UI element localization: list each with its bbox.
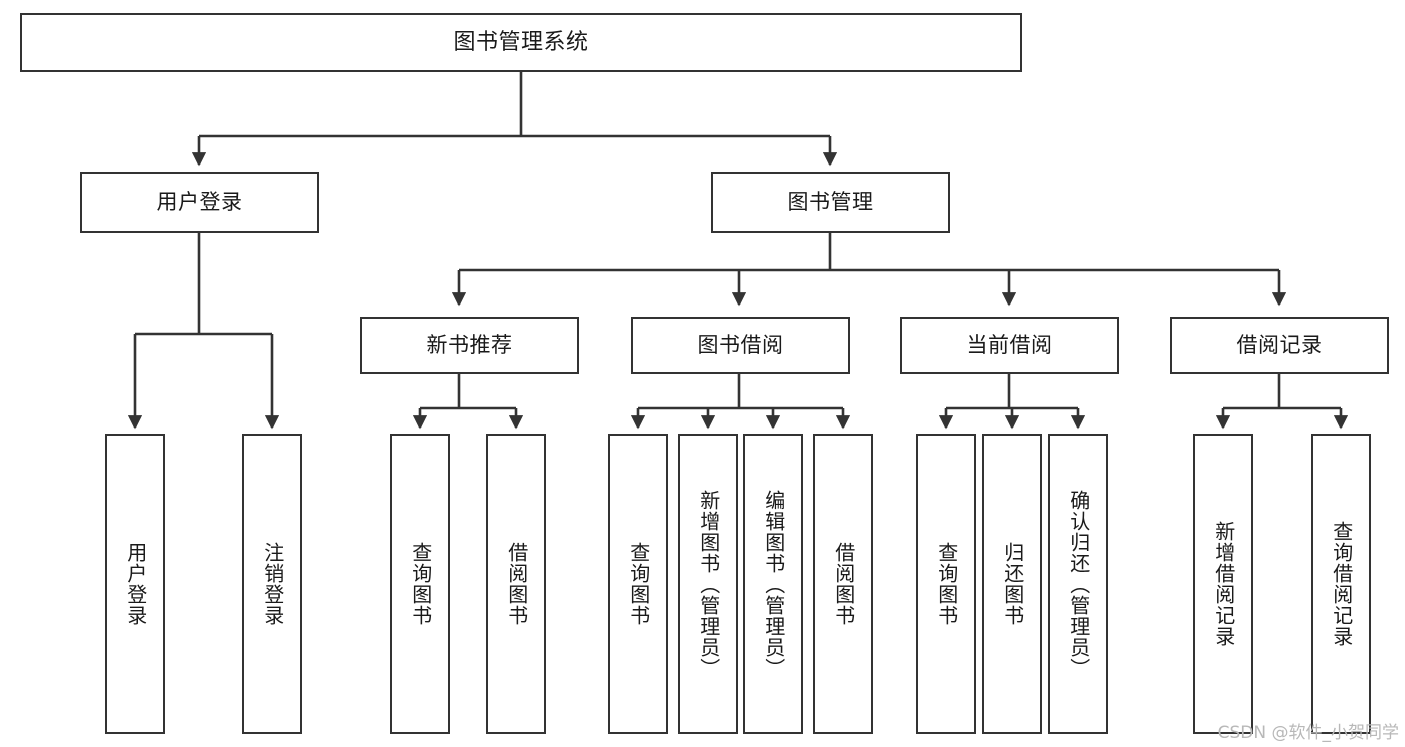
- node-label: 新增图书（管理员）: [696, 489, 721, 679]
- leaf-borrow-query-book[interactable]: 查询图书: [608, 434, 668, 734]
- node-borrow-records[interactable]: 借阅记录: [1170, 317, 1389, 374]
- node-label: 查询图书: [408, 542, 433, 626]
- node-label: 图书管理: [787, 190, 874, 215]
- node-current-borrow[interactable]: 当前借阅: [900, 317, 1119, 374]
- node-label: 确认归还（管理员）: [1066, 489, 1091, 679]
- leaf-records-add-record[interactable]: 新增借阅记录: [1193, 434, 1253, 734]
- leaf-current-query-book[interactable]: 查询图书: [916, 434, 976, 734]
- node-label: 新书推荐: [426, 333, 513, 358]
- leaf-borrow-edit-book-admin[interactable]: 编辑图书（管理员）: [743, 434, 803, 734]
- node-book-management[interactable]: 图书管理: [711, 172, 950, 233]
- node-label: 用户登录: [123, 542, 148, 626]
- leaf-borrow-borrow-book[interactable]: 借阅图书: [813, 434, 873, 734]
- node-label: 查询图书: [626, 542, 651, 626]
- node-label: 图书管理系统: [453, 29, 589, 55]
- leaf-borrow-add-book-admin[interactable]: 新增图书（管理员）: [678, 434, 738, 734]
- node-label: 查询借阅记录: [1329, 521, 1354, 647]
- leaf-user-login-login[interactable]: 用户登录: [105, 434, 165, 734]
- node-label: 借阅图书: [504, 542, 529, 626]
- csdn-watermark: CSDN @软件_小贺同学: [1217, 723, 1399, 743]
- node-user-login[interactable]: 用户登录: [80, 172, 319, 233]
- leaf-records-query-record[interactable]: 查询借阅记录: [1311, 434, 1371, 734]
- node-new-book-recommend[interactable]: 新书推荐: [360, 317, 579, 374]
- leaf-new-book-query[interactable]: 查询图书: [390, 434, 450, 734]
- node-label: 借阅记录: [1236, 333, 1323, 358]
- node-book-borrow[interactable]: 图书借阅: [631, 317, 850, 374]
- node-label: 用户登录: [156, 190, 243, 215]
- node-label: 当前借阅: [966, 333, 1053, 358]
- leaf-current-confirm-return-admin[interactable]: 确认归还（管理员）: [1048, 434, 1108, 734]
- node-label: 注销登录: [260, 542, 285, 626]
- node-label: 借阅图书: [831, 542, 856, 626]
- node-label: 新增借阅记录: [1211, 521, 1236, 647]
- leaf-current-return-book[interactable]: 归还图书: [982, 434, 1042, 734]
- leaf-new-book-borrow[interactable]: 借阅图书: [486, 434, 546, 734]
- node-root-system[interactable]: 图书管理系统: [20, 13, 1022, 72]
- node-label: 编辑图书（管理员）: [761, 489, 786, 679]
- leaf-user-login-logout[interactable]: 注销登录: [242, 434, 302, 734]
- node-label: 查询图书: [934, 542, 959, 626]
- node-label: 图书借阅: [697, 333, 784, 358]
- node-label: 归还图书: [1000, 542, 1025, 626]
